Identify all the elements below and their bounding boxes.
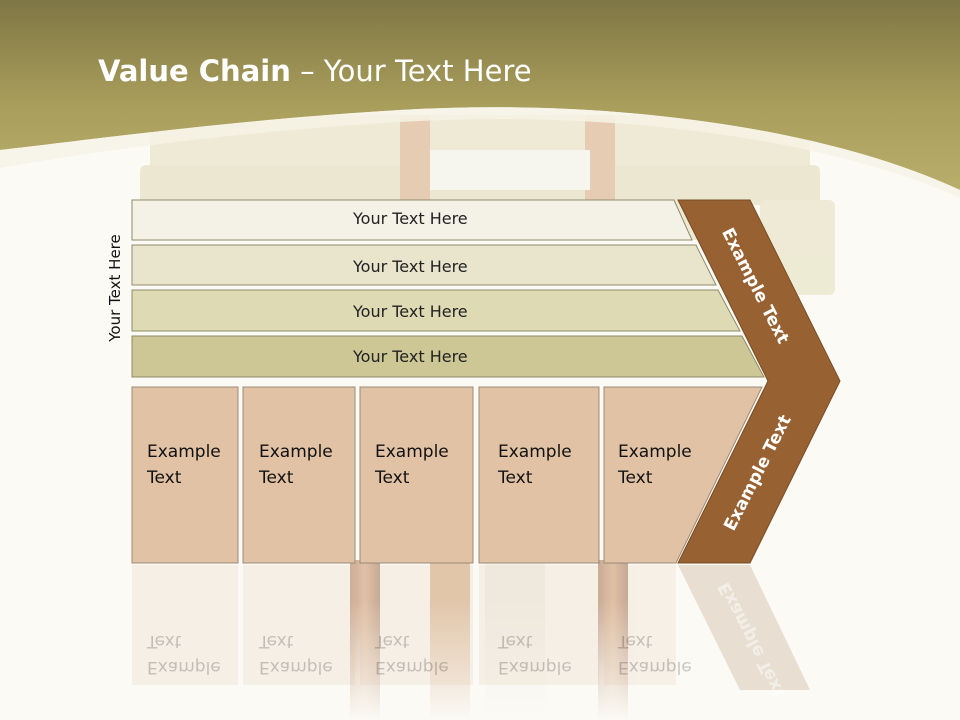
support-row-1-shape — [131, 199, 693, 241]
support-row-3-shape — [131, 289, 741, 332]
primary-cell-4-shape — [478, 386, 600, 564]
support-row-2-shape — [131, 244, 717, 286]
support-row-2-label: Your Text Here — [353, 257, 468, 276]
support-row-4-shape — [131, 335, 765, 378]
header-band — [0, 0, 960, 190]
support-row-4-label: Your Text Here — [353, 347, 468, 366]
support-row-1-label: Your Text Here — [353, 209, 468, 228]
primary-cell-1-shape — [131, 386, 239, 564]
primary-cell-5-shape — [603, 386, 763, 564]
primary-cell-2-shape — [242, 386, 356, 564]
margin-chevron — [677, 199, 841, 564]
primary-cell-3-shape — [359, 386, 474, 564]
slide-title: Value Chain – Your Text Here — [98, 54, 532, 88]
title-bold: Value Chain — [98, 54, 291, 88]
title-rest: – Your Text Here — [290, 54, 532, 88]
support-row-3-label: Your Text Here — [353, 302, 468, 321]
